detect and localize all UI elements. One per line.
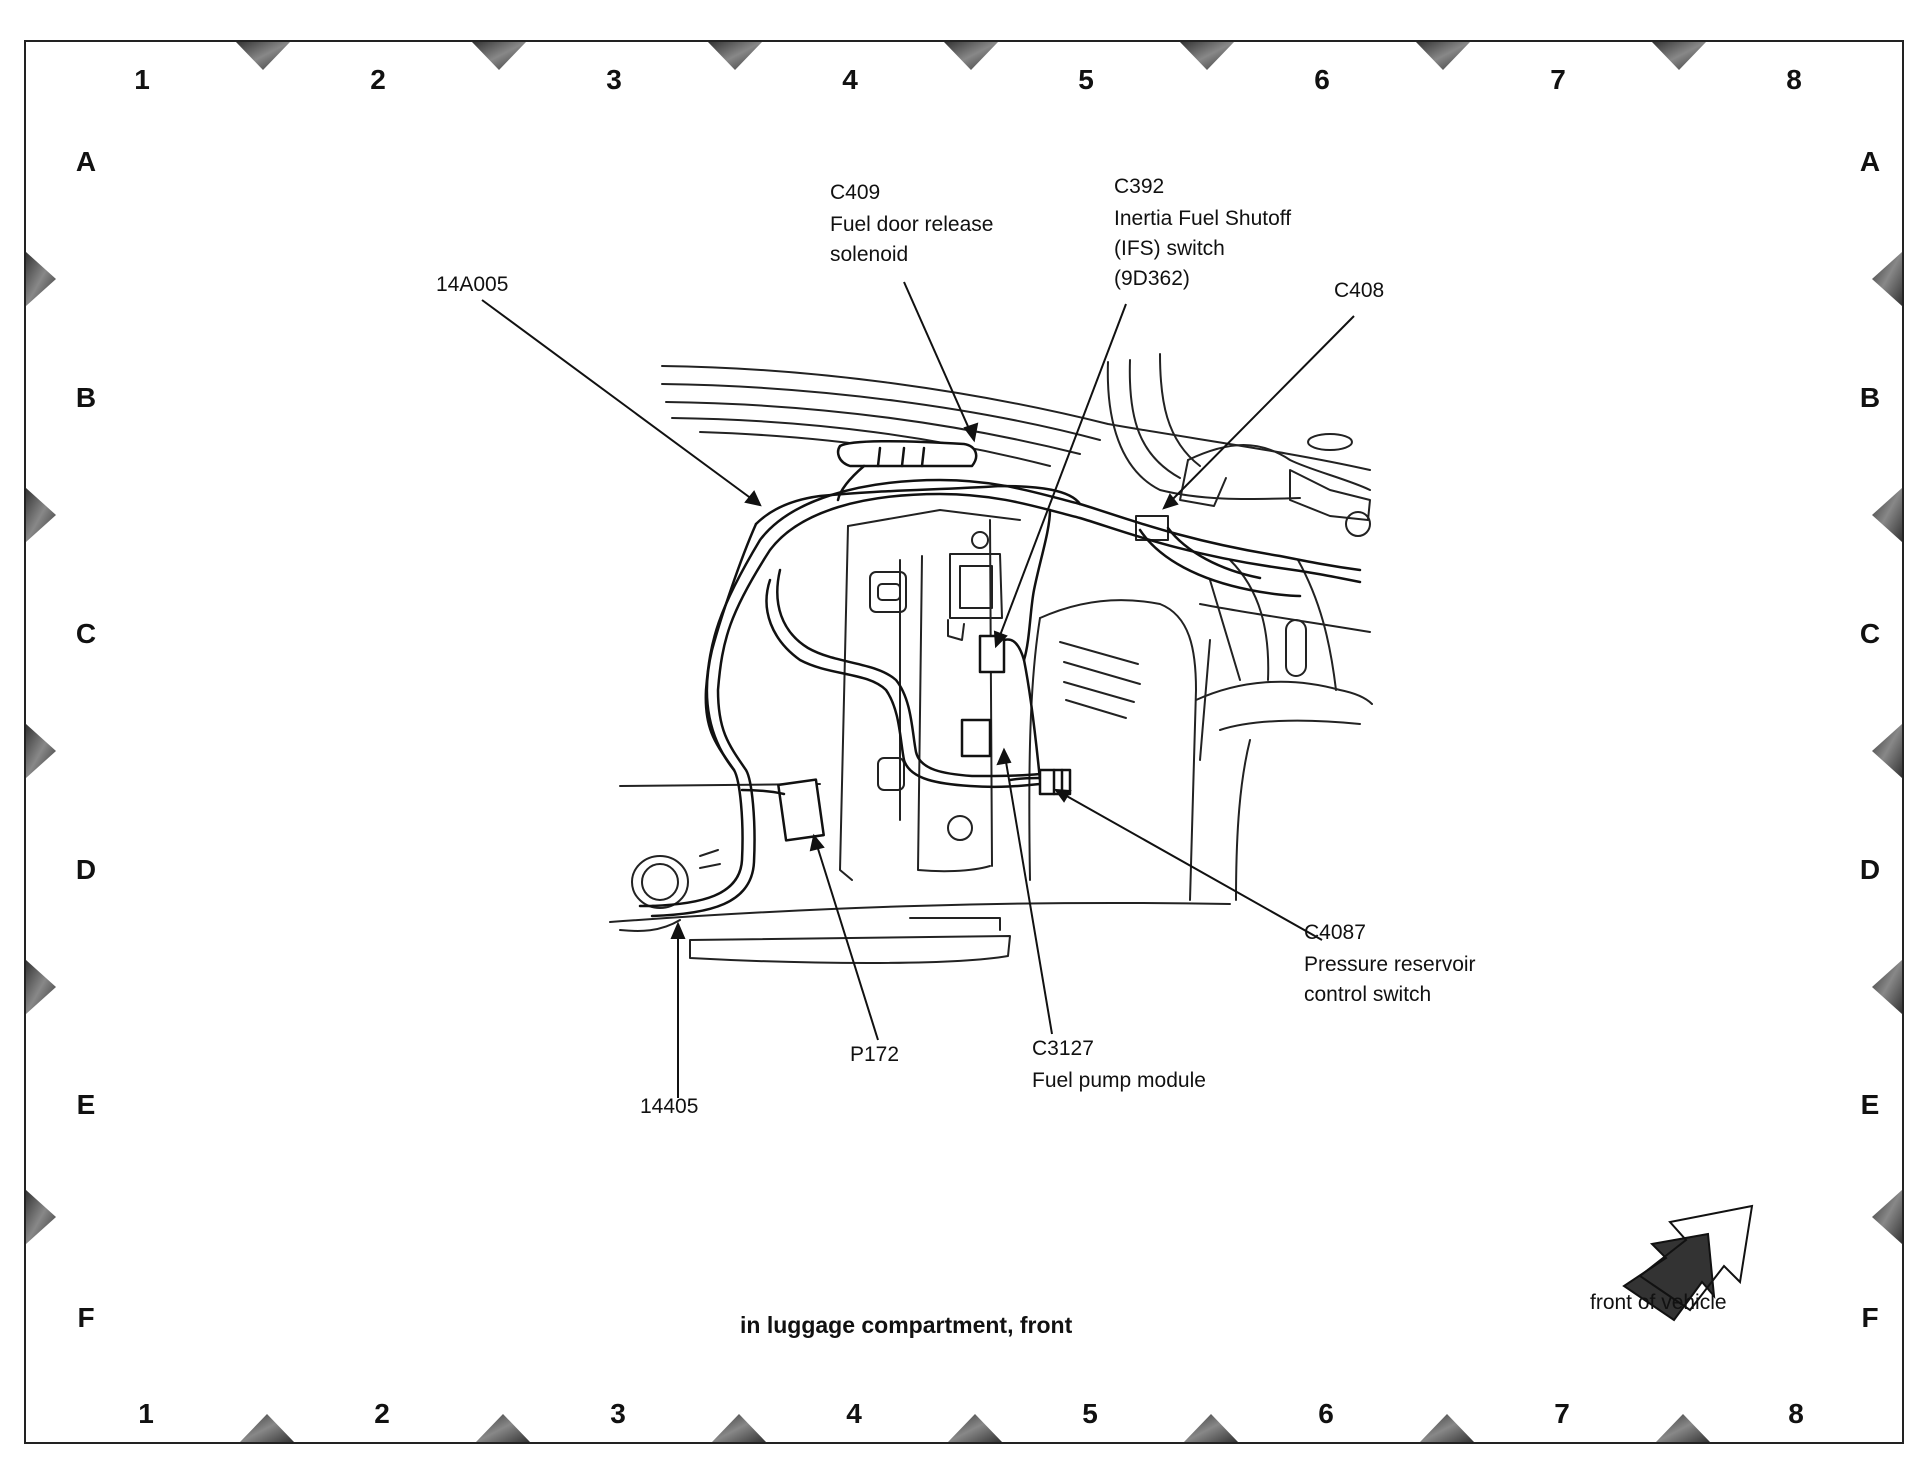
grid-col-bottom-2: 2 [374,1398,390,1429]
grid-row-left-a: A [75,146,97,177]
grid-row-left-b: B [75,382,97,413]
grid-col-top-1: 1 [134,64,150,95]
grid-row-left-c: C [75,618,97,649]
label-c392: C392 [1114,175,1165,198]
label-c392-name-3: (9D362) [1114,267,1190,290]
grid-row-left-e: E [76,1089,96,1120]
grid-row-left-d: D [75,854,97,885]
grid-markers-top [236,42,1706,70]
label-c4087-name-2: control switch [1304,983,1432,1006]
grid-row-right-b: B [1859,382,1881,413]
label-c4087: C4087 [1304,921,1366,944]
grid-row-right-e: E [1860,1089,1880,1120]
leader-lines [481,281,1355,1098]
label-harness-14405: 14405 [640,1095,699,1118]
grid-col-top-3: 3 [606,64,622,95]
grid-row-right-c: C [1859,618,1881,649]
label-c4087-name-1: Pressure reservoir [1304,953,1476,976]
grid-col-top-6: 6 [1314,64,1330,95]
grid-col-bottom-4: 4 [846,1398,862,1429]
front-of-vehicle-label: front of vehicle [1590,1291,1727,1314]
grid-col-top-8: 8 [1786,64,1802,95]
label-c409-name-2: solenoid [830,243,909,266]
label-harness-14a005: 14A005 [436,273,509,296]
label-c392-name-1: Inertia Fuel Shutoff [1114,207,1292,230]
grid-col-top-5: 5 [1078,64,1094,95]
grid-col-top-7: 7 [1550,64,1566,95]
label-c408: C408 [1334,279,1385,302]
label-p172: P172 [850,1043,900,1066]
grid-col-top-4: 4 [842,64,858,95]
front-of-vehicle-arrow [1622,1204,1754,1322]
grid-col-bottom-5: 5 [1082,1398,1098,1429]
label-c409: C409 [830,181,881,204]
diagram-caption: in luggage compartment, front [740,1312,1073,1338]
grid-row-right-a: A [1859,146,1881,177]
label-c409-name-1: Fuel door release [830,213,994,236]
grid-col-top-2: 2 [370,64,386,95]
grid-row-right-f: F [1861,1302,1879,1333]
grid-markers-left [26,252,56,1244]
grid-col-bottom-7: 7 [1554,1398,1570,1429]
wiring-harness [638,439,1362,918]
grid-col-bottom-1: 1 [138,1398,154,1429]
grid-row-left-f: F [77,1302,95,1333]
diagram-frame [24,40,1904,1444]
label-c3127-name: Fuel pump module [1032,1069,1206,1092]
grid-markers-bottom [240,1414,1710,1442]
grid-markers-right [1872,252,1902,1244]
grid-col-bottom-3: 3 [610,1398,626,1429]
grid-col-bottom-8: 8 [1788,1398,1804,1429]
grid-col-bottom-6: 6 [1318,1398,1334,1429]
label-c392-name-2: (IFS) switch [1114,237,1225,260]
grid-row-right-d: D [1859,854,1881,885]
label-c3127: C3127 [1032,1037,1094,1060]
